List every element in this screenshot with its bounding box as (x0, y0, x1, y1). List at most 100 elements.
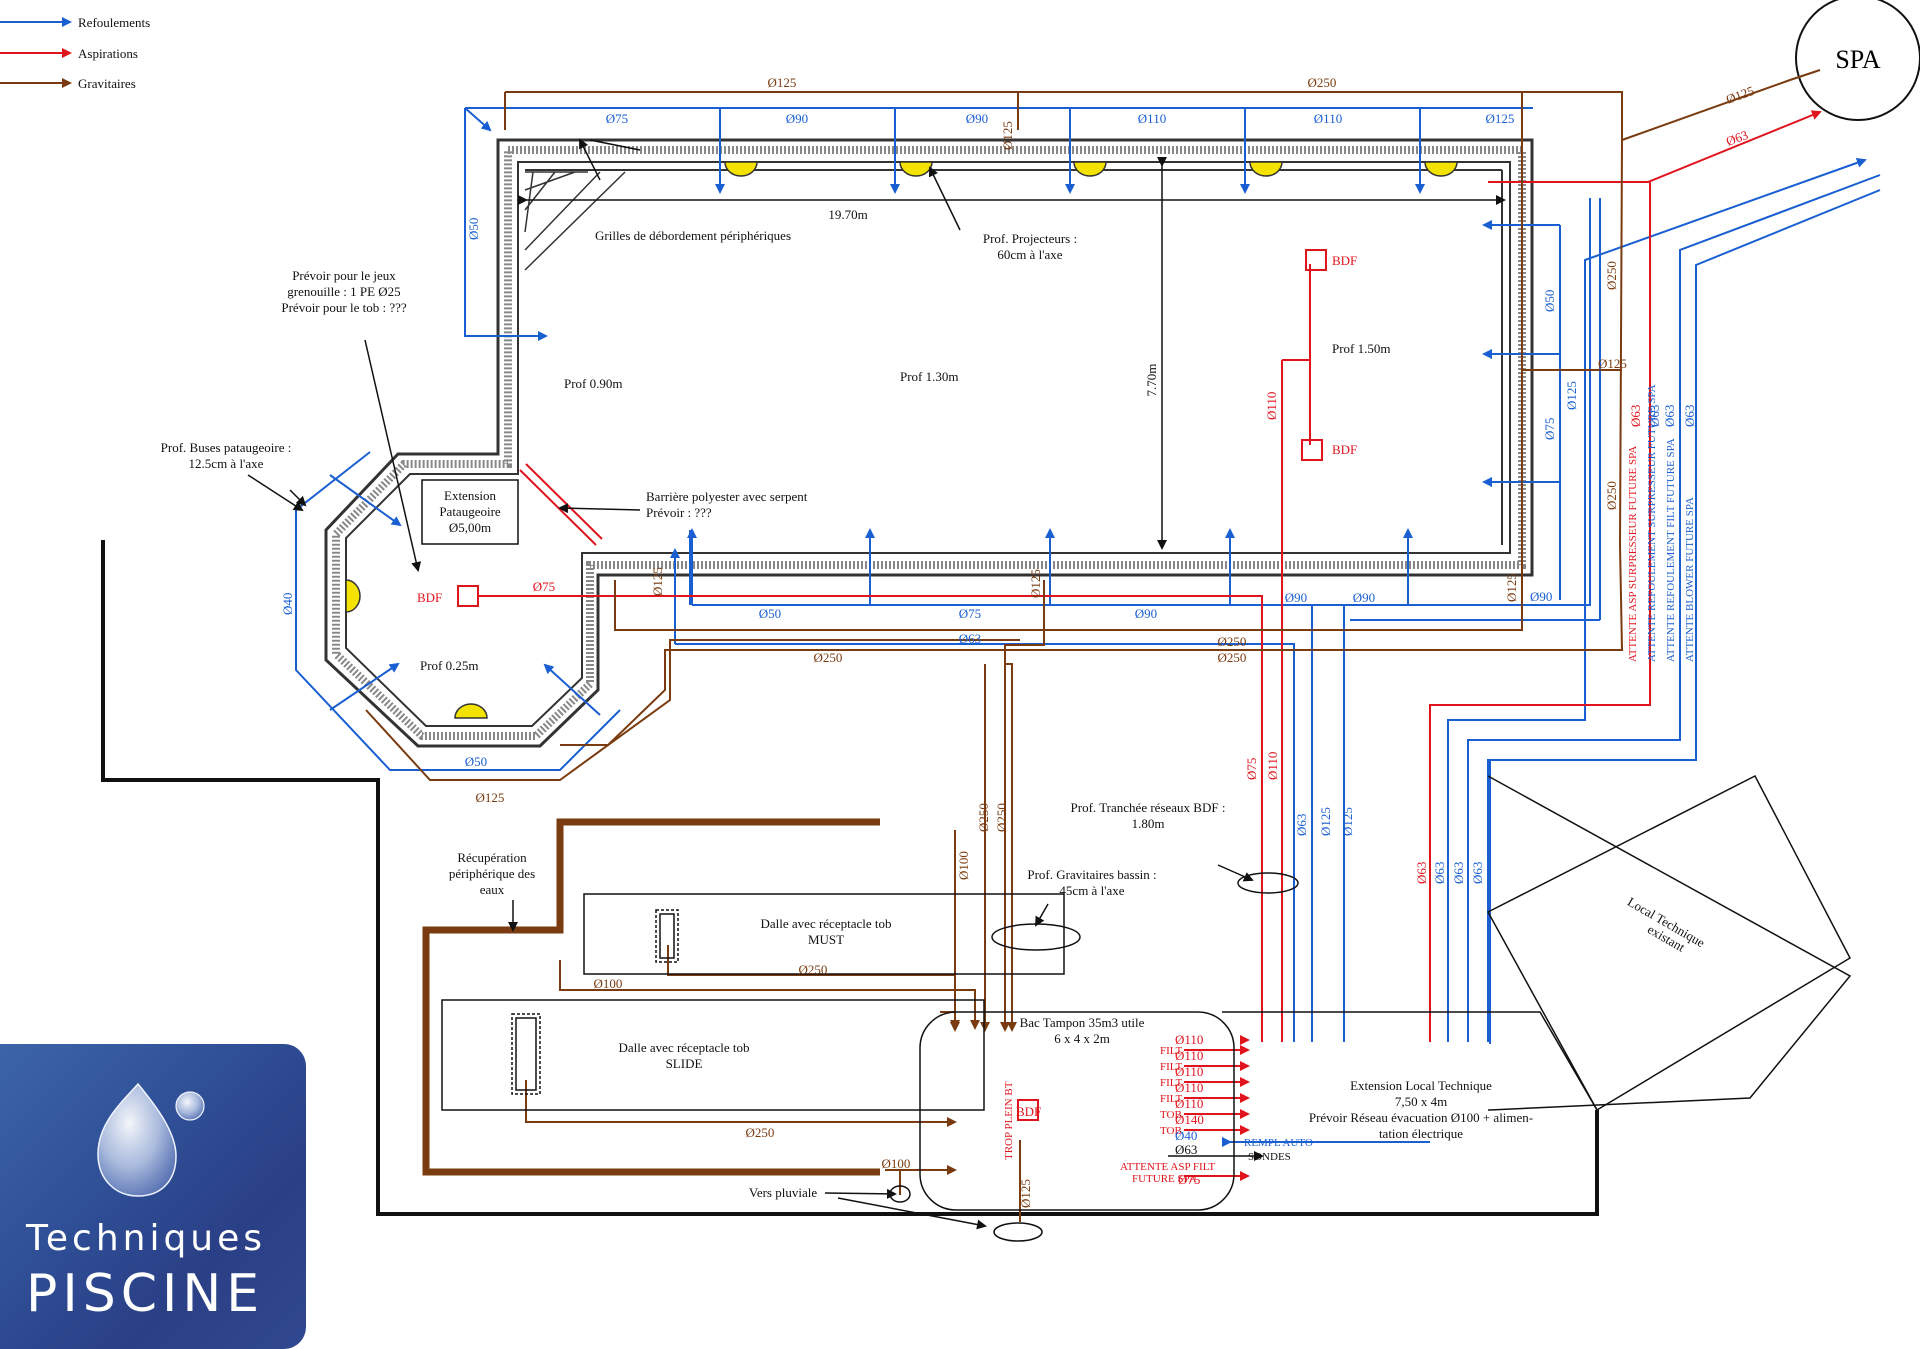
d40-label: Ø40 (1175, 1128, 1197, 1143)
width-label: 7.70m (1144, 364, 1159, 397)
pipe-pat-40: Ø40 (280, 593, 295, 615)
input-dia-4: Ø110 (1175, 1080, 1203, 1095)
d75-label: Ø75 (1178, 1172, 1200, 1187)
pipe-att-63c: Ø63 (1662, 405, 1677, 427)
pipe-r-v63c: Ø63 (1451, 862, 1466, 884)
property-line (101, 540, 1599, 1216)
extension-line-2: Pataugeoire (439, 504, 501, 519)
projecteurs-note-1: Prof. Projecteurs : (983, 231, 1077, 246)
slide-line-2: SLIDE (666, 1056, 703, 1071)
must-line-1: Dalle avec réceptacle tob (761, 916, 892, 931)
pipe-mid-250a: Ø250 (976, 803, 991, 832)
buses-note-2: 12.5cm à l'axe (189, 456, 264, 471)
pipe-right-br125: Ø125 (1504, 573, 1519, 602)
jeux-note-2: grenouille : 1 PE Ø25 (287, 284, 400, 299)
pipe-low-b90a: Ø90 (1135, 606, 1157, 621)
projectors (345, 161, 1458, 719)
bdf-label-2: BDF (1332, 442, 1357, 457)
pipe-blue-v125b: Ø125 (1340, 807, 1355, 836)
input-dia-5: Ø110 (1175, 1096, 1203, 1111)
input-dia-1: Ø110 (1175, 1032, 1203, 1047)
input-tag-6: TOB (1160, 1125, 1182, 1137)
d63-label: Ø63 (1175, 1142, 1197, 1157)
logo-text-techniques: Techniques (26, 1218, 267, 1259)
attente-2: ATTENTE REFOULEMENT SURPRESSEUR FUTURE S… (1646, 384, 1658, 662)
input-dia-2: Ø110 (1175, 1048, 1203, 1063)
pipe-low-b75: Ø75 (959, 606, 981, 621)
attente-4: ATTENTE BLOWER FUTURE SPA (1684, 497, 1696, 662)
input-dia-3: Ø110 (1175, 1064, 1203, 1079)
attente-asp-1: ATTENTE ASP FILT (1120, 1161, 1215, 1173)
gravitaires-note-2: 45cm à l'axe (1059, 883, 1124, 898)
barriere-note-2: Prévoir : ??? (646, 505, 712, 520)
logo-text-piscine: PISCINE (26, 1264, 265, 1324)
pipe-spa-125: Ø125 (1724, 83, 1756, 107)
pipe-must-100: Ø100 (956, 851, 971, 880)
attente-3: ATTENTE REFOULEMENT FILT FUTURE SPA (1665, 438, 1677, 662)
pipe-mid-250b: Ø250 (994, 803, 1009, 832)
rempl-auto: REMPL AUTO (1244, 1137, 1313, 1149)
pipe-right-v50: Ø50 (1542, 290, 1557, 312)
pipe-top-b110a: Ø110 (1138, 111, 1166, 126)
pipe-low-125b: Ø125 (1028, 569, 1043, 598)
pipe-low-b90b: Ø90 (1285, 590, 1307, 605)
barriere-note-1: Barrière polyester avec serpent (646, 489, 808, 504)
pipe-right-b90: Ø90 (1530, 589, 1552, 604)
pipe-top-b75: Ø75 (606, 111, 628, 126)
legend-aspirations: Aspirations (78, 46, 138, 61)
input-tag-1: FILT (1160, 1045, 1182, 1057)
pipe-top-b90b: Ø90 (966, 111, 988, 126)
spa-label: SPA (1835, 45, 1881, 74)
pipe-spa-63: Ø63 (1724, 127, 1750, 149)
jeux-note-1: Prévoir pour le jeux (292, 268, 396, 283)
grilles-note: Grilles de débordement périphériques (595, 228, 791, 243)
bac-line-1: Bac Tampon 35m3 utile (1020, 1015, 1145, 1030)
pipe-right-v250: Ø250 (1604, 261, 1619, 290)
depth-pataugeoire: Prof 0.25m (420, 658, 479, 673)
recuperation-peripherique (422, 818, 880, 1176)
input-tag-2: FILT (1160, 1061, 1182, 1073)
pipe-low-250a: Ø250 (814, 650, 843, 665)
tranchee-note-1: Prof. Tranchée réseaux BDF : (1071, 800, 1226, 815)
annotation-pointers (247, 138, 1264, 1230)
pipe-g100: Ø100 (594, 976, 623, 991)
spa: SPA (1795, 0, 1920, 121)
barriere-polyester (519, 463, 603, 546)
pluviale-note: Vers pluviale (749, 1185, 817, 1200)
ext-local-4: tation électrique (1379, 1126, 1463, 1141)
input-dia-6: Ø140 (1175, 1112, 1204, 1127)
pipe-trop-125: Ø125 (1018, 1179, 1033, 1208)
bac-line-2: 6 x 4 x 2m (1054, 1031, 1110, 1046)
attente-1: ATTENTE ASP SURPRESSEUR FUTURE SPA (1627, 446, 1639, 662)
must-line-2: MUST (808, 932, 844, 947)
sondes-label: SONDES (1248, 1151, 1291, 1163)
ext-local-2: 7,50 x 4m (1395, 1094, 1447, 1109)
pipe-low-250b: Ø250 (1218, 634, 1247, 649)
pipe-blue-v125a: Ø125 (1318, 807, 1333, 836)
bdf-label-3: BDF (417, 590, 442, 605)
pipe-low-b50: Ø50 (759, 606, 781, 621)
pipe-blue-v63: Ø63 (1294, 814, 1309, 836)
pool-labels: Prof 0.90m Prof 1.30m Prof 1.50m Prof 0.… (420, 341, 1391, 673)
pipe-top-b110b: Ø110 (1314, 111, 1342, 126)
local-inputs: FILT Ø110 FILT Ø110 FILT Ø110 FILT Ø110 … (1120, 1032, 1313, 1187)
depth-mid: Prof 1.30m (900, 369, 959, 384)
tranchee-note-2: 1.80m (1132, 816, 1165, 831)
extension-line-3: Ø5,00m (449, 520, 491, 535)
pipe-top-250: Ø250 (1308, 75, 1337, 90)
legend-refoulements: Refoulements (78, 15, 150, 30)
pipe-att-63d: Ø63 (1682, 405, 1697, 427)
extension-line-1: Extension (444, 488, 496, 503)
pipe-right-h125: Ø125 (1598, 356, 1627, 371)
pipe-right-v125: Ø125 (1564, 381, 1579, 410)
input-tag-4: FILT (1160, 1093, 1182, 1105)
ext-local-3: Prévoir Réseau évacuation Ø100 + alimen- (1309, 1110, 1533, 1125)
legend-gravitaires: Gravitaires (78, 76, 136, 91)
pipe-att-63a: Ø63 (1628, 405, 1643, 427)
ext-local-1: Extension Local Technique (1350, 1078, 1492, 1093)
length-label: 19.70m (828, 207, 867, 222)
attente-asp-2: FUTURE SPA (1132, 1173, 1197, 1185)
pipe-red-v75: Ø75 (1244, 758, 1259, 780)
input-tag-3: FILT (1160, 1077, 1182, 1089)
